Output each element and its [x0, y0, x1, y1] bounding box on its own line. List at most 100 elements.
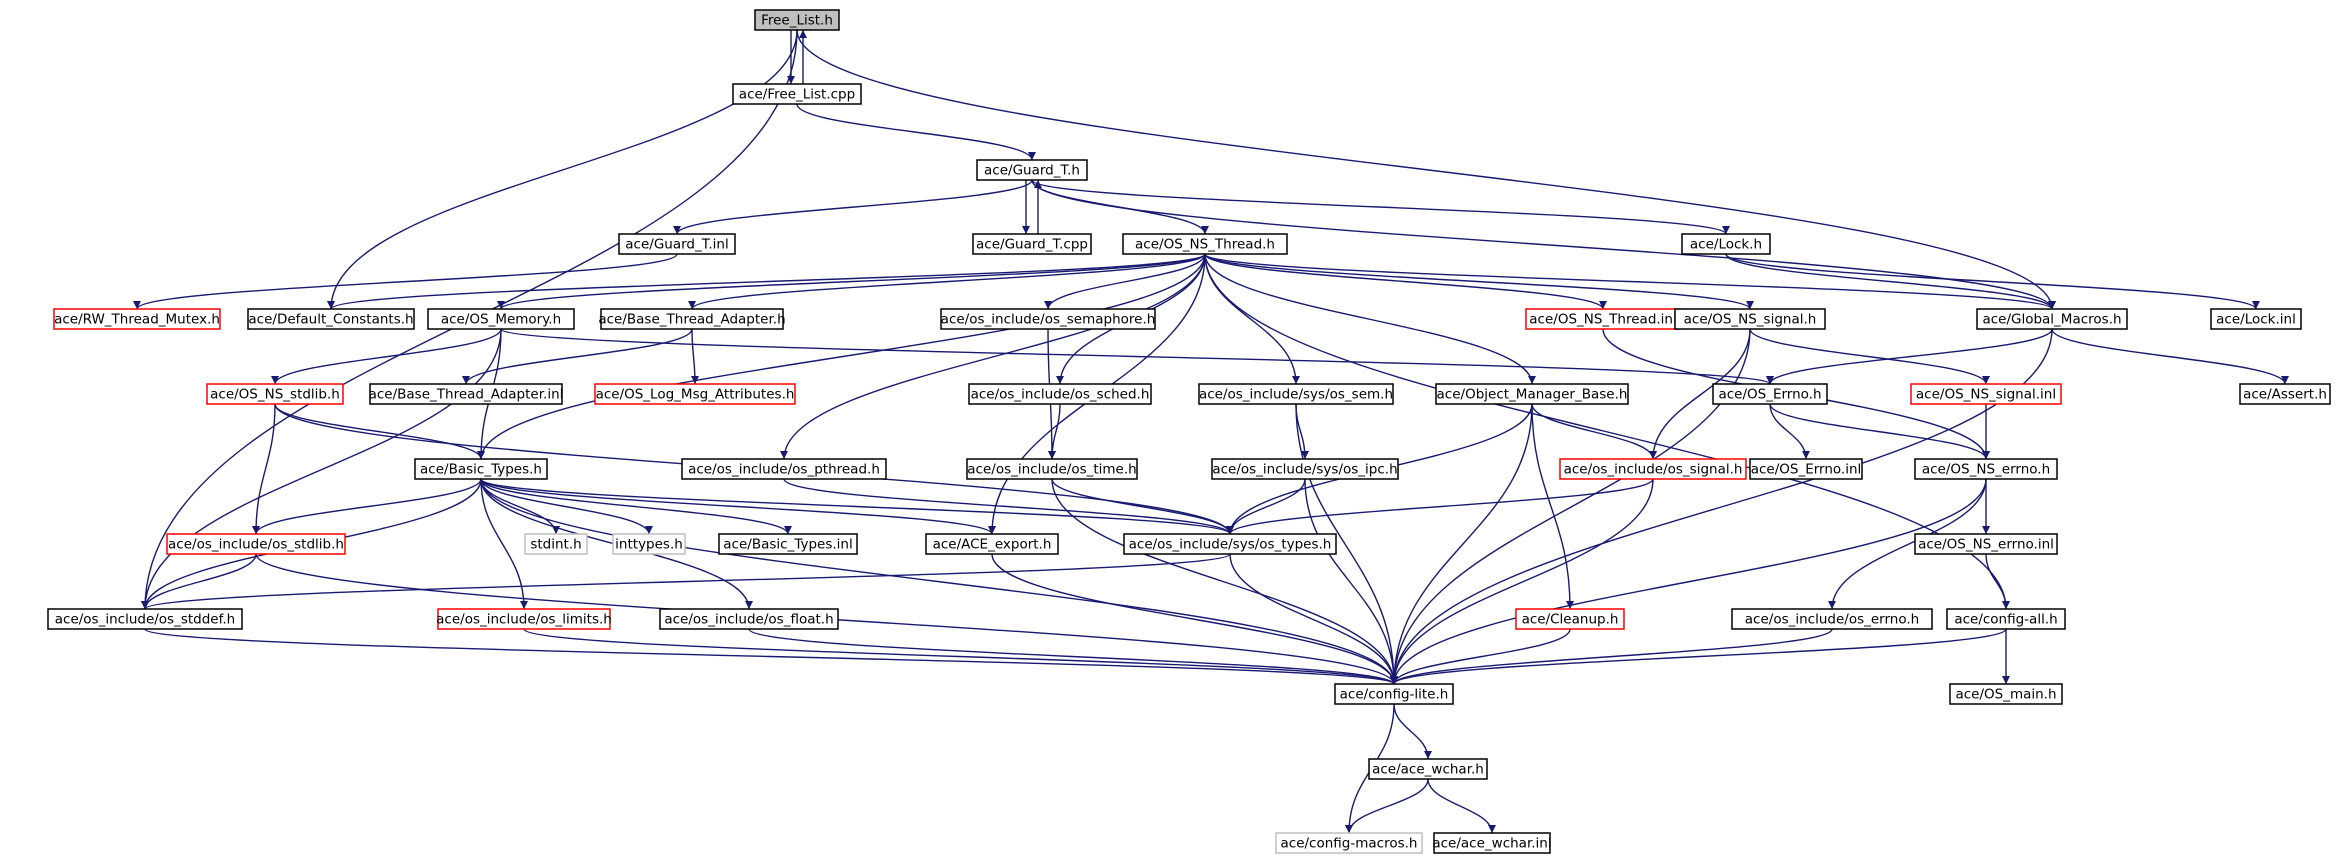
node-label: ace/Guard_T.cpp [976, 237, 1088, 253]
node-stdint-h[interactable]: stdint.h [524, 533, 588, 555]
node-os-pthread-h[interactable]: ace/os_include/os_pthread.h [681, 458, 887, 480]
node-lock-inl[interactable]: ace/Lock.inl [2210, 308, 2302, 330]
node-config-macros-h[interactable]: ace/config-macros.h [1275, 832, 1423, 854]
node-label: ace/config-all.h [1954, 612, 2057, 628]
node-os-ipc-h[interactable]: ace/os_include/sys/os_ipc.h [1211, 458, 1399, 480]
edge-path [144, 628, 1398, 685]
node-os-errno-h[interactable]: ace/OS_Errno.h [1712, 383, 1828, 405]
node-guard-t-h[interactable]: ace/Guard_T.h [976, 159, 1088, 181]
node-box [47, 608, 243, 630]
node-free-list-cpp[interactable]: ace/Free_List.cpp [732, 83, 862, 105]
node-base-thread-adapter-inl[interactable]: ace/Base_Thread_Adapter.inl [369, 383, 564, 405]
node-os-main-h[interactable]: ace/OS_main.h [1949, 683, 2063, 705]
edge-path [796, 29, 2056, 310]
node-os-ns-errno-inl[interactable]: ace/OS_NS_errno.inl [1914, 533, 2058, 555]
node-guard-t-inl[interactable]: ace/Guard_T.inl [618, 233, 736, 255]
node-label: ace/OS_Errno.h [1718, 387, 1821, 403]
node-os-ns-thread-h[interactable]: ace/OS_NS_Thread.h [1122, 233, 1288, 255]
node-config-lite-h[interactable]: ace/config-lite.h [1334, 683, 1454, 705]
node-os-include-errno-h[interactable]: ace/os_include/os_errno.h [1731, 608, 1933, 630]
node-ace-export-h[interactable]: ace/ACE_export.h [925, 533, 1059, 555]
edge-os-ns-thread-h-to-base-thread-adapter-h [688, 253, 1206, 310]
node-basic-types-h[interactable]: ace/Basic_Types.h [414, 458, 548, 480]
edge-os-ns-thread-h-to-default-constants-h [327, 253, 1206, 310]
node-os-ns-stdlib-h[interactable]: ace/OS_NS_stdlib.h [206, 383, 344, 405]
node-label: ace/Assert.h [2243, 387, 2327, 403]
node-guard-t-cpp[interactable]: ace/Guard_T.cpp [972, 233, 1092, 255]
node-rw-thread-mutex-h[interactable]: ace/RW_Thread_Mutex.h [53, 308, 221, 330]
node-os-sem-h[interactable]: ace/os_include/sys/os_sem.h [1198, 383, 1394, 405]
node-os-time-h[interactable]: ace/os_include/os_time.h [966, 458, 1138, 480]
node-box [1681, 233, 1771, 255]
edge-os-limits-h-to-config-lite-h [523, 628, 1398, 685]
node-box [1334, 683, 1454, 705]
node-label: ace/os_include/os_semaphore.h [941, 312, 1156, 328]
node-label: stdint.h [530, 537, 581, 553]
node-assert-h[interactable]: ace/Assert.h [2239, 383, 2331, 405]
node-os-stdlib-h[interactable]: ace/os_include/os_stdlib.h [166, 533, 346, 555]
edge-path [1204, 253, 1536, 385]
node-default-constants-h[interactable]: ace/Default_Constants.h [247, 308, 415, 330]
node-box [1949, 683, 2063, 705]
node-box [206, 383, 344, 405]
node-os-semaphore-h[interactable]: ace/os_include/os_semaphore.h [940, 308, 1156, 330]
edge-path [796, 103, 1036, 161]
node-box [414, 458, 548, 480]
node-os-limits-h[interactable]: ace/os_include/os_limits.h [436, 608, 612, 630]
node-os-float-h[interactable]: ace/os_include/os_float.h [659, 608, 839, 630]
node-box [1123, 533, 1337, 555]
edge-object-manager-base-h-to-os-signal-h [1531, 403, 1657, 460]
edge-os-ipc-h-to-config-lite-h [1304, 478, 1398, 685]
edge-path [1204, 253, 1754, 310]
edge-path [688, 253, 1206, 310]
edge-basic-types-h-to-os-types-h [480, 478, 1234, 535]
edge-config-lite-h-to-ace-wchar-h [1393, 703, 1432, 760]
node-os-stddef-h[interactable]: ace/os_include/os_stddef.h [47, 608, 243, 630]
edge-layer [133, 29, 2289, 834]
edge-path [1725, 253, 2056, 310]
node-os-log-msg-attributes-h[interactable]: ace/OS_Log_Msg_Attributes.h [594, 383, 796, 405]
node-object-manager-base-h[interactable]: ace/Object_Manager_Base.h [1435, 383, 1629, 405]
node-base-thread-adapter-h[interactable]: ace/Base_Thread_Adapter.h [598, 308, 786, 330]
node-os-ns-signal-h[interactable]: ace/OS_NS_signal.h [1674, 308, 1826, 330]
node-free-list-h[interactable]: Free_List.h [754, 9, 840, 31]
edge-os-ns-thread-h-to-os-pthread-h [780, 253, 1206, 460]
edge-free-list-cpp-to-guard-t-h [796, 103, 1036, 161]
edge-path [1427, 778, 1496, 834]
node-inttypes-h[interactable]: inttypes.h [612, 533, 686, 555]
node-box [1712, 383, 1828, 405]
node-box [1910, 383, 2062, 405]
node-os-ns-thread-inl[interactable]: ace/OS_NS_Thread.inl [1525, 308, 1681, 330]
edge-path [2051, 328, 2289, 385]
node-os-errno-inl[interactable]: ace/OS_Errno.inl [1749, 458, 1863, 480]
edge-basic-types-h-to-basic-types-inl [480, 478, 792, 535]
node-box [968, 383, 1152, 405]
node-basic-types-inl[interactable]: ace/Basic_Types.inl [718, 533, 858, 555]
node-label: ace/Basic_Types.inl [723, 537, 852, 553]
node-os-types-h[interactable]: ace/os_include/sys/os_types.h [1123, 533, 1337, 555]
edge-path [1390, 628, 1571, 685]
node-box [754, 9, 840, 31]
node-os-ns-errno-h[interactable]: ace/OS_NS_errno.h [1914, 458, 2058, 480]
node-os-sched-h[interactable]: ace/os_include/os_sched.h [968, 383, 1152, 405]
edge-os-ns-thread-h-to-object-manager-base-h [1204, 253, 1536, 385]
node-label: ace/os_include/os_float.h [664, 612, 833, 628]
node-ace-wchar-inl[interactable]: ace/ace_wchar.inl [1432, 832, 1552, 854]
node-os-memory-h[interactable]: ace/OS_Memory.h [427, 308, 575, 330]
node-os-ns-signal-inl[interactable]: ace/OS_NS_signal.inl [1910, 383, 2062, 405]
node-label: ace/OS_main.h [1955, 687, 2056, 703]
node-ace-wchar-h[interactable]: ace/ace_wchar.h [1368, 758, 1488, 780]
node-box [1435, 383, 1629, 405]
node-config-all-h[interactable]: ace/config-all.h [1946, 608, 2066, 630]
edge-os-ns-errno-inl-to-config-all-h [1985, 553, 2010, 610]
node-os-signal-h[interactable]: ace/os_include/os_signal.h [1559, 458, 1747, 480]
edge-os-time-h-to-config-lite-h [1051, 478, 1398, 685]
node-box [1559, 458, 1747, 480]
node-label: ace/config-macros.h [1281, 836, 1418, 852]
node-box [925, 533, 1059, 555]
node-cleanup-h[interactable]: ace/Cleanup.h [1515, 608, 1625, 630]
edge-os-ns-signal-h-to-os-signal-h [1649, 328, 1751, 460]
node-lock-h[interactable]: ace/Lock.h [1681, 233, 1771, 255]
edge-basic-types-h-to-os-stdlib-h [252, 478, 482, 535]
node-global-macros-h[interactable]: ace/Global_Macros.h [1976, 308, 2128, 330]
